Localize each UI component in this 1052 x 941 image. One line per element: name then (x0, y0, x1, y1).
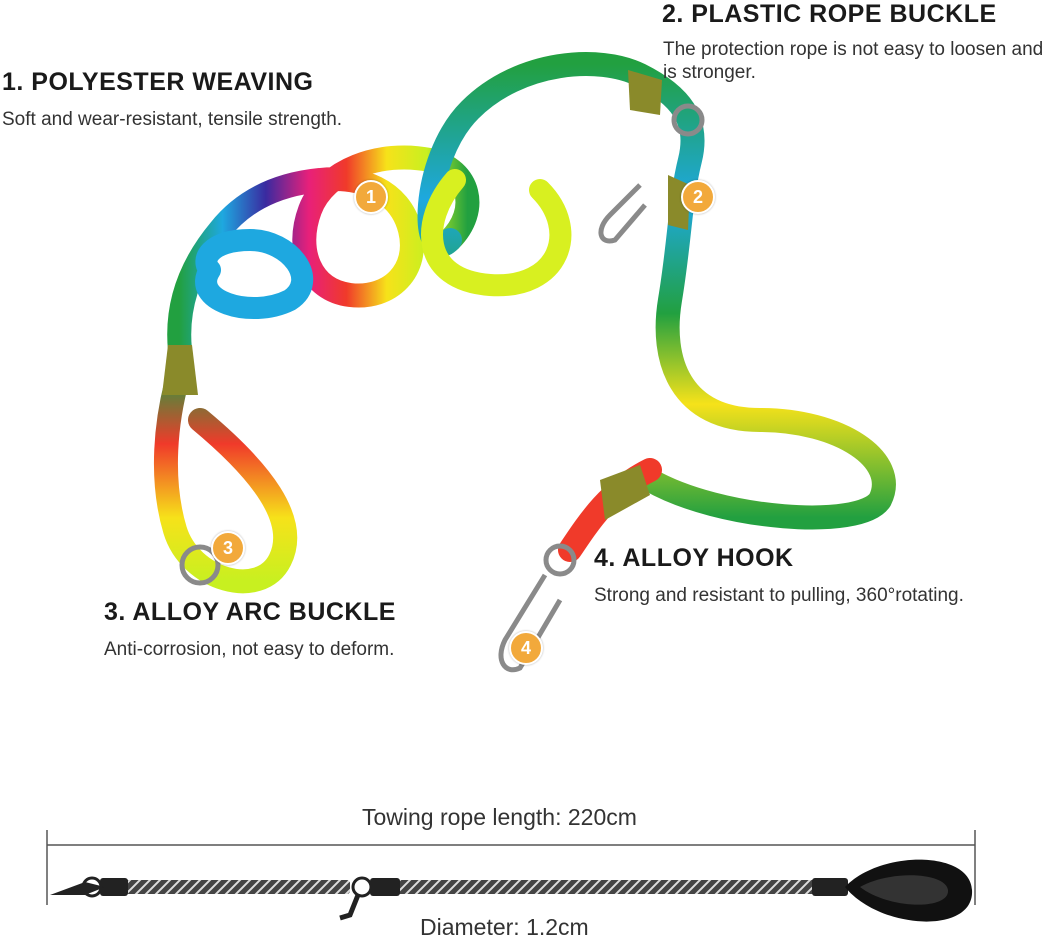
feature-3-badge: 3 (211, 531, 245, 565)
feature-1-badge: 1 (354, 180, 388, 214)
length-label: Towing rope length: 220cm (362, 804, 637, 830)
feature-2-badge: 2 (681, 180, 715, 214)
straight-leash (50, 859, 973, 922)
dimension-lines (46, 830, 976, 905)
feature-2-title: 2. PLASTIC ROPE BUCKLE (662, 0, 997, 28)
feature-1-description: Soft and wear-resistant, tensile strengt… (2, 109, 343, 130)
diameter-label: Diameter: 1.2cm (420, 914, 589, 940)
feature-4-badge: 4 (509, 631, 543, 665)
rope-upper (167, 52, 896, 530)
feature-3-description: Anti-corrosion, not easy to deform. (104, 639, 395, 660)
feature-2-description: The protection rope is not easy to loose… (663, 39, 1044, 83)
feature-1-title: 1. POLYESTER WEAVING (2, 68, 314, 96)
feature-3-title: 3. ALLOY ARC BUCKLE (104, 598, 396, 626)
rope-left-loop (153, 358, 298, 594)
feature-4-title: 4. ALLOY HOOK (594, 544, 794, 572)
metal-hardware (179, 103, 705, 673)
feature-4-description: Strong and resistant to pulling, 360°rot… (594, 585, 964, 606)
